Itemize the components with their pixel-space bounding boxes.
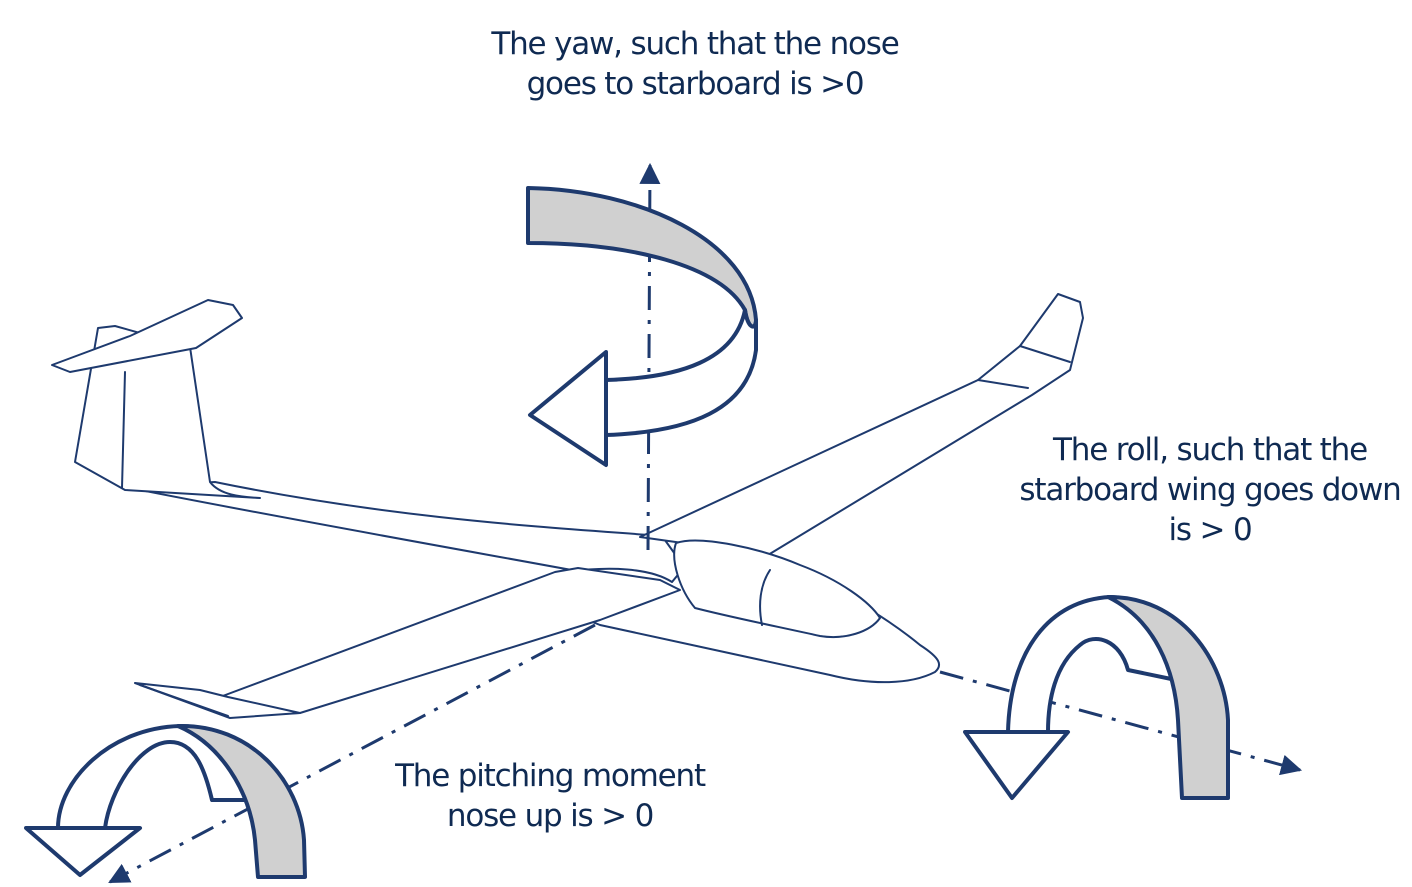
roll-arrowhead xyxy=(963,730,1070,800)
yaw-rotation-arrow xyxy=(526,186,758,467)
glider xyxy=(51,293,1084,719)
pitch-label-line-2: nose up is > 0 xyxy=(446,798,654,834)
yaw-band xyxy=(526,186,758,329)
roll-rotation-arrow xyxy=(963,594,1230,800)
pitch-arrowhead xyxy=(24,826,142,877)
roll-axis xyxy=(939,670,1303,776)
roll-label: The roll, such that the starboard wing g… xyxy=(1010,430,1410,550)
pitch-label-line-1: The pitching moment xyxy=(395,758,706,794)
yaw-arrowhead xyxy=(528,350,608,467)
pitch-band xyxy=(176,723,307,879)
yaw-axis xyxy=(639,162,661,551)
pitch-axis xyxy=(108,623,596,884)
roll-band xyxy=(1106,594,1230,800)
roll-label-line-2: starboard wing goes down xyxy=(1019,472,1401,508)
starboard-wing xyxy=(639,293,1084,556)
yaw-label-line-1: The yaw, such that the nose xyxy=(491,26,899,62)
canopy xyxy=(673,539,881,638)
roll-label-line-3: is > 0 xyxy=(1168,512,1253,548)
pitch-rotation-arrow xyxy=(24,723,307,879)
vertical-fin xyxy=(74,325,261,499)
yaw-label-line-2: goes to starboard is >0 xyxy=(526,66,865,102)
roll-label-line-1: The roll, such that the xyxy=(1053,432,1368,468)
port-wing xyxy=(219,567,681,716)
axes xyxy=(108,162,1303,884)
horizontal-stabilizer xyxy=(51,299,243,373)
yaw-label: The yaw, such that the nose goes to star… xyxy=(455,24,935,104)
pitch-label: The pitching moment nose up is > 0 xyxy=(370,756,730,836)
